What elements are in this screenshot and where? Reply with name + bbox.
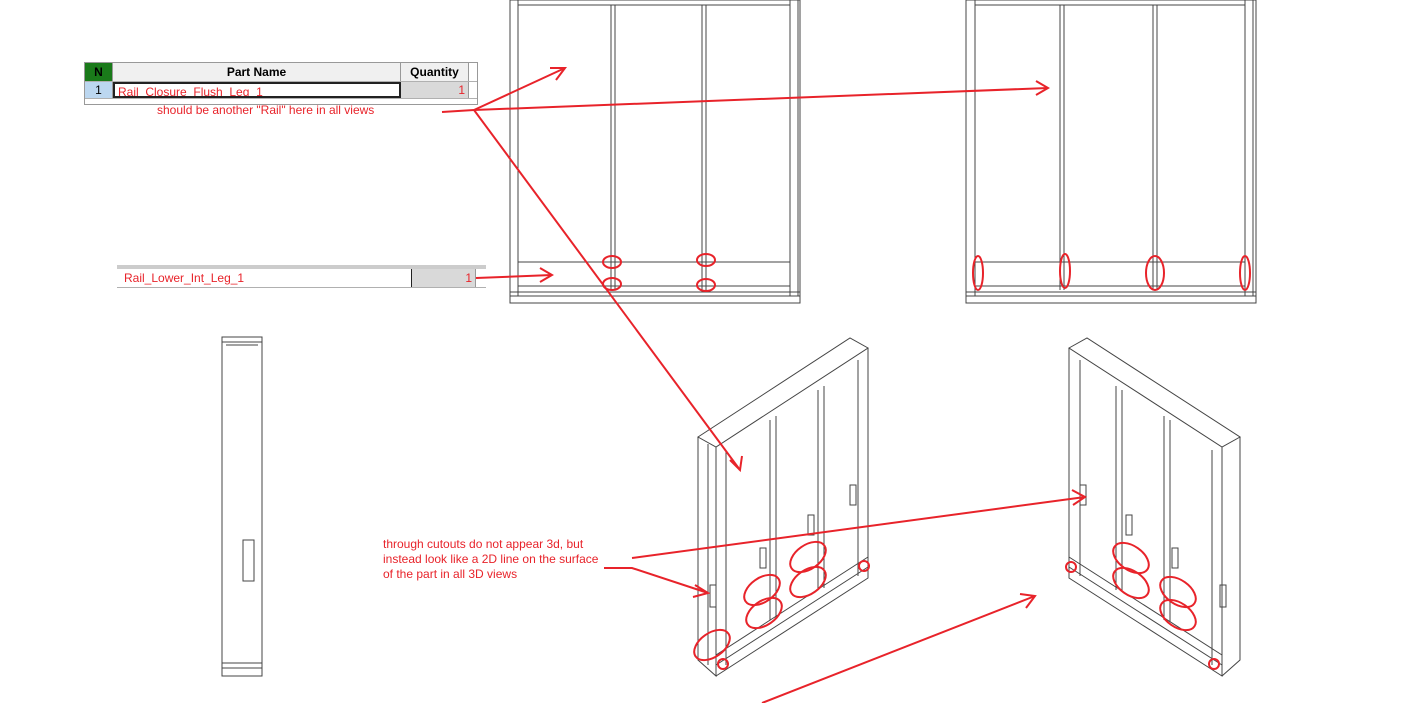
iso-view-1 <box>697 337 869 678</box>
parts-table-1: N Part Name Quantity 1 Rail_Closure_Flus… <box>84 62 478 105</box>
part-name-cell[interactable]: Rail_Closure_Flush_Leg_1 <box>113 82 401 98</box>
cutouts-note: through cutouts do not appear 3d, but in… <box>383 537 599 581</box>
header-n: N <box>85 63 113 81</box>
quantity-cell[interactable]: 1 <box>412 269 476 287</box>
part-name-cell[interactable]: Rail_Lower_Int_Leg_1 <box>117 269 412 287</box>
quantity-cell[interactable]: 1 <box>401 82 469 98</box>
markup-annotations <box>441 67 1251 703</box>
header-quantity: Quantity <box>401 63 469 81</box>
row-number: 1 <box>85 82 113 98</box>
parts-table-2: Rail_Lower_Int_Leg_1 1 <box>117 265 486 295</box>
iso-view-2 <box>1068 337 1241 677</box>
table-row[interactable]: Rail_Lower_Int_Leg_1 1 <box>117 269 486 288</box>
missing-rail-note: should be another "Rail" here in all vie… <box>157 103 375 117</box>
header-part-name: Part Name <box>113 63 401 81</box>
front-view-1 <box>509 0 801 304</box>
table-row[interactable]: 1 Rail_Closure_Flush_Leg_1 1 <box>85 82 477 99</box>
side-view <box>221 336 263 677</box>
front-view-2 <box>965 0 1257 304</box>
